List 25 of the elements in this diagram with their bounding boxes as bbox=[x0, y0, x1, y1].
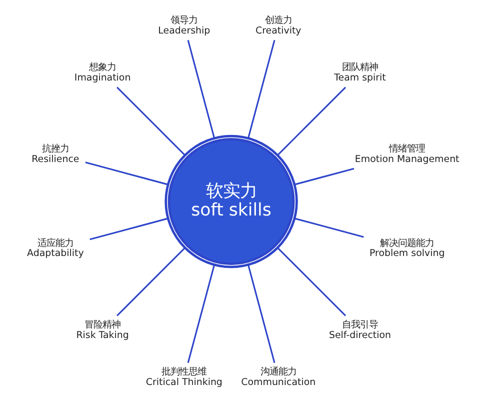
node-text: 想象力 Imagination bbox=[74, 62, 131, 84]
connector bbox=[85, 162, 168, 186]
node-text: 领导力 Leadership bbox=[158, 14, 210, 36]
node-text: 冒险精神 Risk Taking bbox=[76, 320, 129, 341]
node-text: 适应能力 Adaptability bbox=[27, 238, 84, 260]
connector bbox=[116, 247, 186, 316]
connector bbox=[294, 168, 354, 186]
node-text: 沟通能力 Communication bbox=[241, 366, 316, 388]
connector bbox=[247, 40, 276, 138]
node-text: 情绪管理 Emotion Management bbox=[354, 144, 460, 165]
connector bbox=[277, 247, 346, 316]
node-text: 创造力 Creativity bbox=[256, 14, 302, 36]
node-text: 团队精神 Team spirit bbox=[334, 62, 386, 84]
connector bbox=[116, 86, 186, 156]
connector bbox=[294, 218, 364, 238]
connector bbox=[187, 264, 216, 364]
node-text: 解决问题能力 Problem solving bbox=[370, 238, 445, 260]
connector bbox=[277, 86, 346, 156]
node-circle: 软实力 soft skills bbox=[164, 134, 298, 268]
node-text: 批判性思维 Critical Thinking bbox=[146, 366, 222, 388]
node-text: 抗挫力 Resilience bbox=[32, 144, 80, 165]
node-text: 自我引导 Self-direction bbox=[328, 320, 392, 341]
connector bbox=[187, 40, 216, 138]
connector bbox=[90, 218, 168, 240]
connector bbox=[247, 264, 276, 364]
